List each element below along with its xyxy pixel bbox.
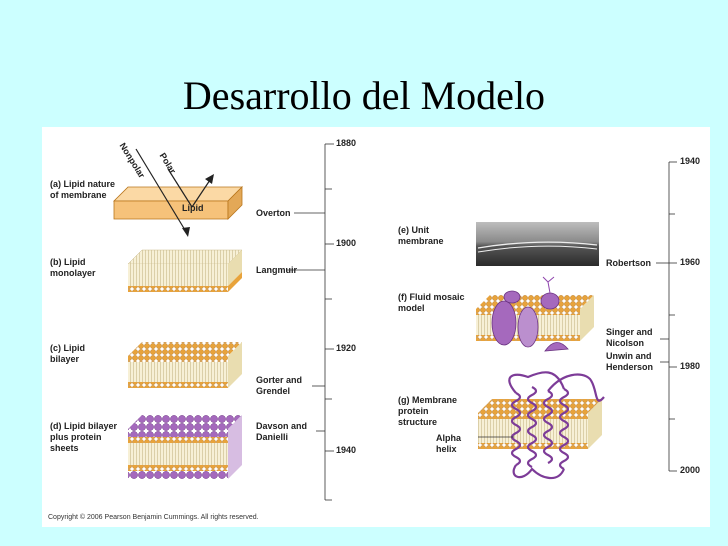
membrane-model-figure: Nonpolar Polar Lipid (a) Lipid nature of… (42, 127, 710, 527)
scientist-unwin-henderson: Unwin and Henderson (606, 351, 654, 372)
polar-arrow-out (191, 176, 213, 208)
figure-artwork (113, 143, 677, 501)
right-year-3: 2000 (680, 465, 701, 475)
left-year-1: 1900 (336, 238, 357, 248)
left-year-0: 1880 (336, 138, 357, 148)
lipid-monolayer (127, 249, 243, 292)
unit-membrane-micrograph (476, 222, 599, 266)
lipid-block (113, 186, 243, 220)
panel-e-label: (e) Unit membrane (398, 225, 444, 246)
panel-b-label: (b) Lipid monolayer (50, 257, 96, 278)
scientist-singer-nicolson: Singer and Nicolson (606, 327, 653, 348)
lipid-bilayer (128, 342, 242, 388)
right-year-1: 1960 (680, 257, 701, 267)
panel-c-label: (c) Lipid bilayer (50, 343, 85, 364)
right-year-0: 1940 (680, 156, 701, 166)
panel-a-label: (a) Lipid nature of membrane (50, 179, 115, 200)
nonpolar-arrow (135, 148, 189, 236)
panel-f-label: (f) Fluid mosaic model (398, 292, 465, 313)
panel-d-label: (d) Lipid bilayer plus protein sheets (50, 421, 118, 453)
scientist-langmuir: Langmuir (256, 265, 298, 275)
panel-g-label: (g) Membrane protein structure (398, 395, 458, 427)
scientist-robertson: Robertson (606, 258, 651, 268)
copyright-notice: Copyright © 2006 Pearson Benjamin Cummin… (48, 514, 259, 521)
right-timeline (656, 161, 677, 472)
scientist-gorter-grendel: Gorter and Grendel (256, 375, 303, 396)
right-year-2: 1980 (680, 361, 701, 371)
fluid-mosaic-membrane (476, 276, 594, 352)
left-year-2: 1920 (336, 343, 357, 353)
slide-title: Desarrollo del Modelo (182, 73, 546, 118)
scientist-overton: Overton (256, 208, 291, 218)
membrane-protein-helices (478, 371, 605, 480)
lipid-block-label: Lipid (182, 203, 204, 213)
bilayer-with-protein-sheets (128, 415, 242, 479)
polar-arrow-in (167, 168, 193, 208)
scientist-davson-danielli: Davson and Danielli (256, 421, 308, 442)
left-year-3: 1940 (336, 445, 357, 455)
left-timeline (286, 143, 334, 501)
alpha-helix-label: Alpha helix (436, 433, 462, 454)
